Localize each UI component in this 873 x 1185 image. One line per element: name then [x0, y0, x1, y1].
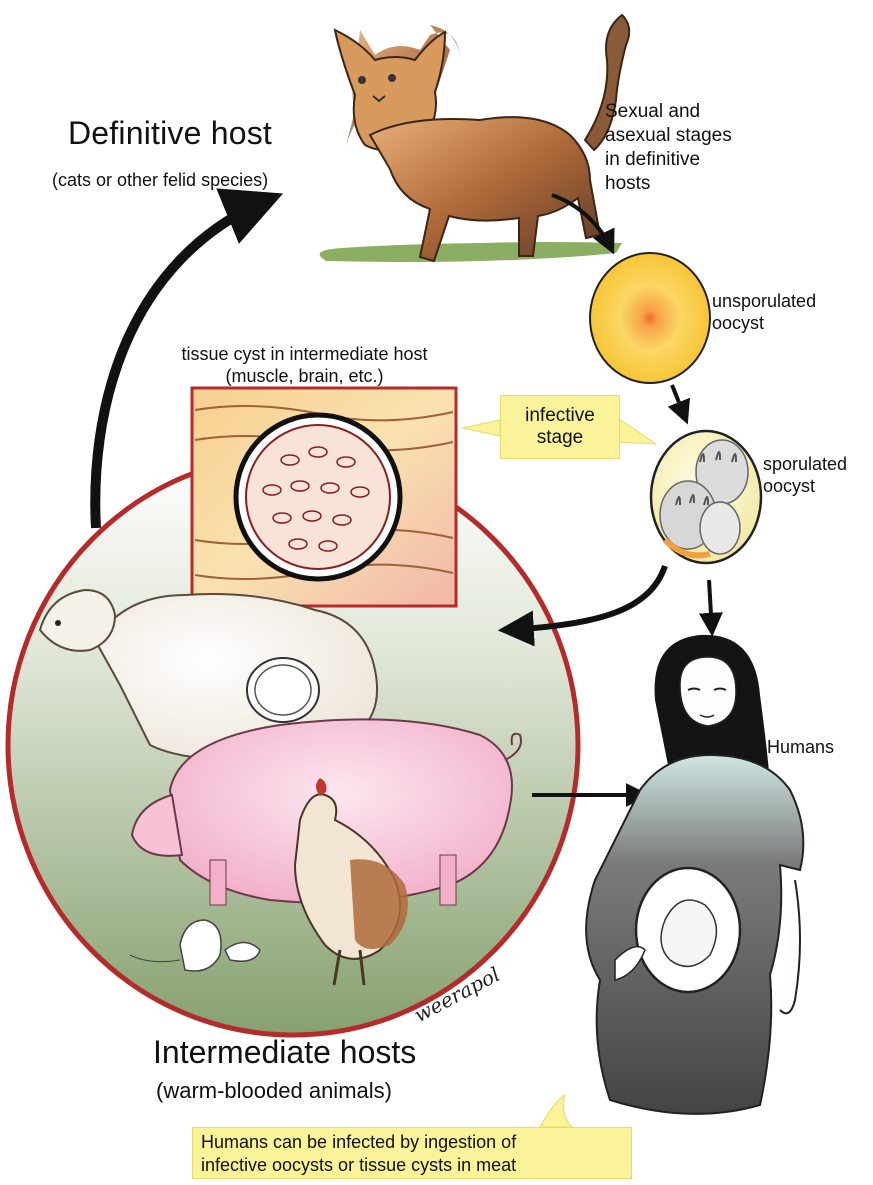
humans-label: Humans	[767, 737, 834, 758]
infective-stage-callout: infective stage	[500, 395, 620, 459]
definitive-host-title: Definitive host	[68, 115, 272, 152]
tissue-cyst-panel	[192, 388, 456, 606]
unsporulated-oocyst	[590, 253, 710, 383]
pregnant-woman-illustration	[586, 635, 803, 1114]
cat-illustration	[320, 15, 630, 262]
sporulated-oocyst	[651, 431, 761, 563]
sporulated-oocyst-label: sporulated oocyst	[763, 453, 847, 497]
tissue-cyst-label: tissue cyst in intermediate host (muscle…	[162, 343, 447, 387]
arrow-unsporulated-to-sporulated	[672, 385, 686, 420]
sexual-stages-label: Sexual and asexual stages in definitive …	[605, 100, 775, 196]
definitive-host-subtitle: (cats or other felid species)	[52, 170, 268, 191]
intermediate-hosts-subtitle: (warm-blooded animals)	[156, 1078, 392, 1104]
intermediate-hosts-title: Intermediate hosts	[153, 1034, 416, 1071]
unsporulated-oocyst-label: unsporulated oocyst	[712, 290, 816, 334]
arrow-sporulated-to-humans	[709, 580, 712, 632]
infection-note-callout: Humans can be infected by ingestion of i…	[192, 1127, 632, 1179]
